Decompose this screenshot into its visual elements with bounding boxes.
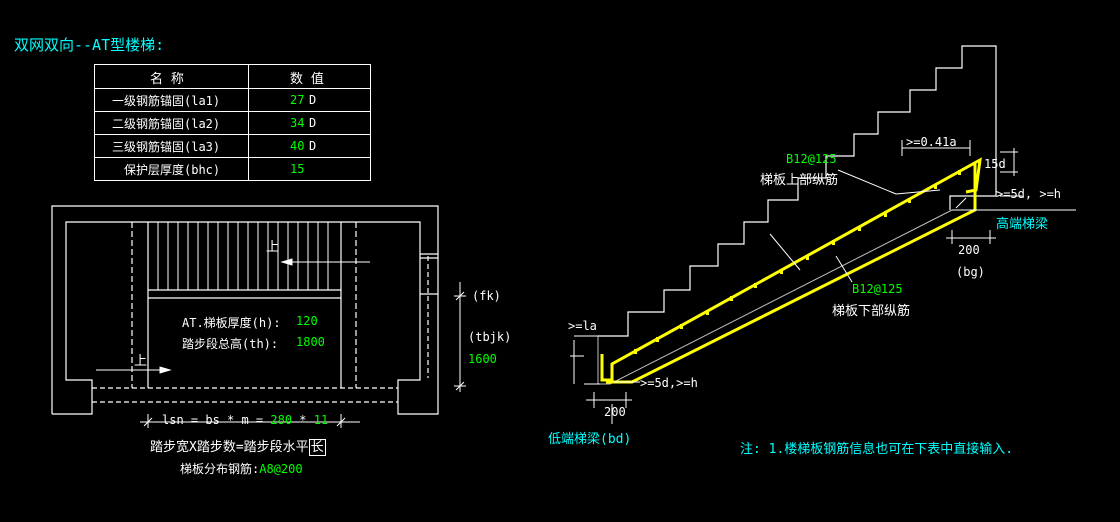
row-unit-la1: D [309, 93, 317, 107]
row-unit-la3: D [309, 139, 317, 153]
tbjk-label: (tbjk) [468, 330, 512, 344]
distribution-label: 梯板分布钢筋: [180, 462, 260, 476]
row-value-la2[interactable]: 34 [290, 116, 305, 130]
bottom-rebar-label: 梯板下部纵筋 [832, 304, 911, 319]
dim-15d: 15d [984, 157, 1006, 171]
dim-200-right: 200 [958, 243, 980, 257]
row-label-bhc: 保护层厚度(bhc) [124, 163, 221, 177]
row-value-la1[interactable]: 27 [290, 93, 305, 107]
plan-up-label-top: 上 [266, 240, 280, 255]
table-header-name: 名 称 [150, 72, 184, 87]
top-rebar-label: 梯板上部纵筋 [760, 173, 839, 188]
dim-200-left: 200 [604, 405, 626, 419]
fk-label: (fk) [472, 289, 501, 303]
high-beam-label: 高端梯梁 [996, 217, 1049, 232]
dim-la: >=la [568, 319, 597, 333]
dim-041la: >=0.41a [906, 135, 957, 149]
tbjk-value[interactable]: 1600 [468, 352, 497, 366]
distribution-rebar: 梯板分布钢筋:A8@200 [180, 460, 303, 477]
row-value-bhc[interactable]: 15 [290, 162, 305, 176]
height-value[interactable]: 1800 [296, 335, 325, 349]
lsn-m-value[interactable]: 11 [313, 413, 329, 427]
table-header-value: 数 值 [290, 72, 324, 87]
distribution-bars [634, 170, 961, 354]
row-value-la3[interactable]: 40 [290, 139, 305, 153]
row-label-la3: 三级钢筋锚固(la3) [112, 140, 221, 154]
stair-treads [157, 222, 329, 290]
input-note: 注: 1.楼梯板钢筋信息也可在下表中直接输入. [740, 442, 1014, 457]
formula-note: 踏步宽X踏步数=踏步段水平长 [150, 436, 326, 456]
top-rebar-value[interactable]: B12@125 [786, 152, 837, 166]
dim-5d-h-left: >=5d,>=h [640, 376, 698, 390]
thickness-label: AT.梯板厚度(h): [182, 316, 281, 330]
formula-note-text: 踏步宽X踏步数=踏步段水平 [150, 440, 309, 455]
row-label-la2: 二级钢筋锚固(la2) [112, 117, 221, 131]
top-rebar [600, 157, 982, 382]
bottom-rebar-value[interactable]: B12@125 [852, 282, 903, 296]
plan-up-label-bottom: 上 [134, 354, 148, 369]
low-beam-label: 低端梯梁(bd) [548, 432, 632, 447]
lsn-sep: * [292, 413, 314, 427]
formula-note-boxed: 长 [308, 439, 326, 456]
bottom-rebar [606, 164, 977, 384]
row-label-la1: 一级钢筋锚固(la1) [112, 94, 221, 108]
lsn-formula: lsn = bs * m = 280 * 11 [162, 413, 328, 427]
lsn-formula-text: lsn = bs * m = [162, 413, 271, 427]
distribution-value[interactable]: A8@200 [259, 462, 303, 476]
height-label: 踏步段总高(th): [182, 337, 279, 351]
lsn-bs-value[interactable]: 280 [270, 413, 293, 427]
thickness-value[interactable]: 120 [296, 314, 318, 328]
dim-5d-h-right: >=5d, >=h [996, 187, 1062, 201]
bg-label: (bg) [956, 265, 985, 279]
step-profile [598, 45, 997, 337]
row-unit-la2: D [309, 116, 317, 130]
page-title: 双网双向--AT型楼梯: [14, 36, 165, 54]
